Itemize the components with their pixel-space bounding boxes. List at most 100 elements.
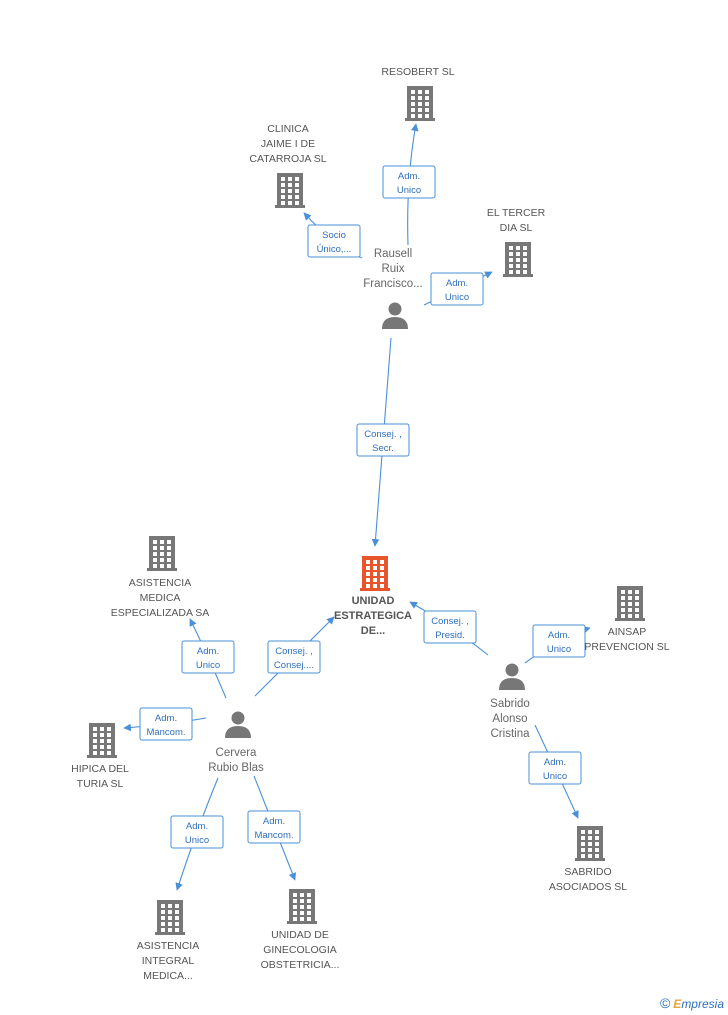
building-window [581, 854, 585, 858]
building-window [153, 558, 157, 562]
edge-label-box [532, 624, 586, 658]
edge-cervera-to-gineco[interactable]: Adm.Mancom. [247, 775, 301, 881]
edge-label-text: Consej. , [364, 429, 402, 440]
node-label: HIPICA DEL [71, 763, 129, 775]
person-body [499, 678, 525, 690]
building-window [167, 540, 171, 544]
building-window [167, 552, 171, 556]
node-label: AINSAP [608, 626, 647, 638]
building-icon [405, 86, 435, 121]
building-window [161, 916, 165, 920]
edge-rausell-to-resobert[interactable]: Adm.Unico [382, 123, 436, 246]
building-base [503, 274, 533, 277]
edge-cervera-to-main[interactable]: Consej. ,Consej.... [254, 616, 335, 697]
building-icon [147, 536, 177, 571]
building-window [93, 751, 97, 755]
building-window [93, 745, 97, 749]
building-window [418, 114, 422, 118]
building-window [628, 608, 632, 612]
node-label: Rausell [374, 248, 412, 260]
edge-label-box [382, 165, 436, 199]
building-window [380, 572, 384, 576]
building-window [281, 201, 285, 205]
edge-label-box [356, 423, 410, 457]
node-label: INTEGRAL [142, 955, 195, 967]
node-main[interactable]: UNIDADESTRATEGICADE... [334, 556, 412, 637]
person-body [382, 317, 408, 329]
edge-sabrido-to-main[interactable]: Consej. ,Presid. [409, 601, 489, 656]
building-window [281, 195, 285, 199]
building-icon [503, 242, 533, 277]
edge-label-text: Adm. [155, 713, 177, 724]
edge-rausell-to-clinica[interactable]: SocioÚnico,... [303, 212, 363, 259]
building-window [595, 836, 599, 840]
building-window [175, 922, 179, 926]
edge-sabrido-to-ainsap[interactable]: Adm.Unico [524, 624, 591, 664]
edge-sabrido-to-sab_asoc[interactable]: Adm.Unico [528, 724, 582, 819]
building-window [107, 745, 111, 749]
edge-label-text: Unico [196, 660, 220, 671]
edge-rausell-to-main[interactable]: Consej. , Secr. [356, 337, 410, 547]
building-window [168, 910, 172, 914]
person-icon [382, 302, 408, 329]
building-base [275, 205, 305, 208]
building-window [93, 733, 97, 737]
building-window [168, 922, 172, 926]
building-icon [275, 173, 305, 208]
building-window [153, 564, 157, 568]
node-label: PREVENCION SL [584, 641, 669, 653]
edge-rausell-to-tercer[interactable]: Adm.Unico [423, 271, 493, 306]
building-window [288, 183, 292, 187]
building-window [523, 246, 527, 250]
edge-label-text: Unico [185, 835, 209, 846]
building-window [93, 739, 97, 743]
building-window [380, 560, 384, 564]
building-window [516, 264, 520, 268]
building-window [373, 560, 377, 564]
node-asist_int[interactable]: ASISTENCIAINTEGRALMEDICA... [137, 900, 199, 982]
building-window [295, 195, 299, 199]
building-base [405, 118, 435, 121]
building-window [153, 546, 157, 550]
brand-footer[interactable]: ©Empresia [660, 995, 724, 1011]
building-window [411, 96, 415, 100]
building-window [581, 830, 585, 834]
person-icon [499, 663, 525, 690]
node-label: DE... [361, 625, 385, 637]
node-label: OBSTETRICIA... [261, 959, 340, 971]
edge-label-text: Secr. [372, 443, 394, 454]
building-window [523, 270, 527, 274]
edge-cervera-to-asist_int[interactable]: Adm.Unico [170, 777, 224, 891]
edge-label-text: Consej.... [274, 660, 314, 671]
edge-cervera-to-asist_esp[interactable]: Adm.Unico [181, 618, 235, 699]
building-window [160, 564, 164, 568]
node-label: MEDICA [140, 592, 181, 604]
node-label: JAIME I DE [261, 138, 315, 150]
node-label: ESTRATEGICA [334, 610, 412, 622]
building-window [295, 201, 299, 205]
building-window [588, 848, 592, 852]
node-rausell[interactable]: RausellRuixFrancisco... [363, 248, 423, 329]
building-window [366, 572, 370, 576]
building-window [288, 195, 292, 199]
building-window [628, 614, 632, 618]
node-ainsap[interactable]: AINSAP PREVENCION SL [584, 586, 670, 653]
building-window [300, 911, 304, 915]
building-window [300, 899, 304, 903]
building-window [425, 90, 429, 94]
node-resobert[interactable]: RESOBERT SL [381, 66, 455, 121]
building-window [288, 177, 292, 181]
building-window [581, 836, 585, 840]
node-gineco[interactable]: UNIDAD DEGINECOLOGIAOBSTETRICIA... [261, 889, 340, 971]
building-window [293, 911, 297, 915]
edge-cervera-to-hipica[interactable]: Adm.Mancom. [123, 707, 207, 741]
building-window [425, 108, 429, 112]
